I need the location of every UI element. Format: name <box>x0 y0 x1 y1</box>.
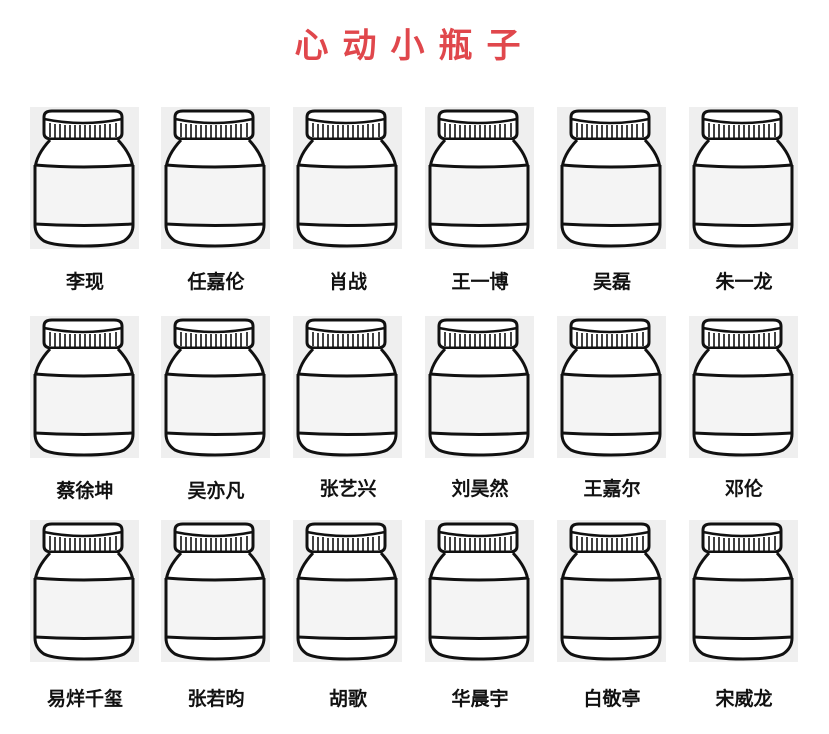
jar-icon <box>425 316 534 458</box>
jar-label: 朱一龙 <box>715 271 773 293</box>
jar-label: 邓伦 <box>724 478 763 500</box>
jar-label: 任嘉伦 <box>187 271 245 293</box>
jar-icon <box>425 520 534 662</box>
jar-label: 吴亦凡 <box>187 480 245 502</box>
jar-label: 肖战 <box>328 271 367 293</box>
jar-label: 王一博 <box>451 271 509 293</box>
jar-icon <box>161 107 270 249</box>
jar-label: 李现 <box>65 271 104 293</box>
jar-icon <box>557 107 666 249</box>
jar-label: 张若昀 <box>187 688 245 710</box>
jar-icon <box>30 316 139 458</box>
jar-icon <box>30 107 139 249</box>
jar-icon <box>293 107 402 249</box>
jar-label: 白敬亭 <box>583 688 641 710</box>
page-title: 心动小瓶子 <box>294 26 535 66</box>
jar-icon <box>30 520 139 662</box>
jar-label: 刘昊然 <box>451 478 509 500</box>
jar-icon <box>557 316 666 458</box>
jar-icon <box>689 316 798 458</box>
jar-label: 张艺兴 <box>319 478 377 500</box>
jar-icon <box>293 316 402 458</box>
jar-label: 华晨宇 <box>451 688 509 710</box>
jar-label: 易烊千玺 <box>46 688 123 710</box>
jar-icon <box>293 520 402 662</box>
jar-label: 胡歌 <box>328 688 367 710</box>
jar-label: 宋威龙 <box>715 688 773 710</box>
jar-icon <box>161 316 270 458</box>
jar-label: 蔡徐坤 <box>56 480 114 502</box>
jar-icon <box>689 107 798 249</box>
jar-label: 吴磊 <box>592 271 631 293</box>
jar-icon <box>689 520 798 662</box>
jar-icon <box>161 520 270 662</box>
jar-icon <box>425 107 534 249</box>
jar-icon <box>557 520 666 662</box>
jar-label: 王嘉尔 <box>583 478 641 500</box>
